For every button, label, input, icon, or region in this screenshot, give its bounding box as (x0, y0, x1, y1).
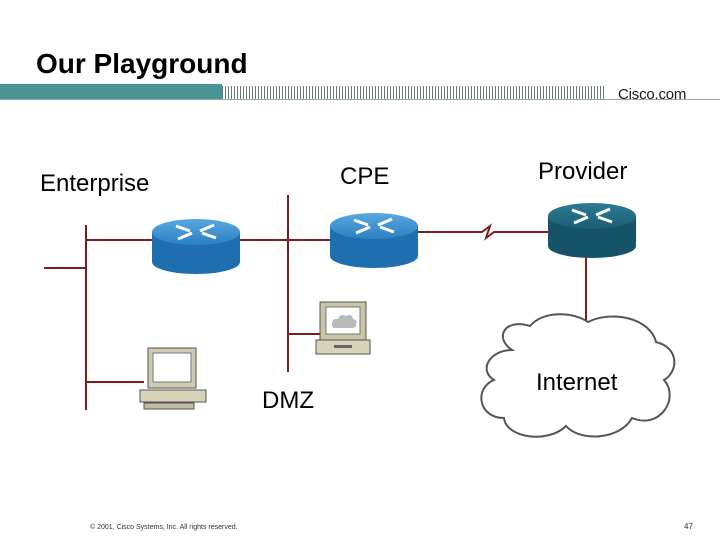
title-bar (0, 84, 720, 100)
cpe-router-icon (330, 213, 418, 268)
internet-label: Internet (536, 369, 618, 396)
dmz-server-icon (315, 301, 371, 355)
slide-title: Our Playground (36, 48, 248, 79)
provider-router-icon (548, 203, 636, 258)
dmz-label: DMZ (262, 387, 314, 414)
wan-serial-link (418, 223, 548, 241)
cpe-label: CPE (340, 163, 390, 190)
page-number: 47 (684, 522, 693, 531)
copyright-footer: © 2001, Cisco Systems, Inc. All rights r… (90, 524, 238, 531)
network-links (44, 195, 587, 410)
provider-label: Provider (538, 158, 628, 185)
enterprise-router-icon (152, 219, 240, 274)
cisco-logo: Cisco.com (618, 86, 687, 103)
workstation-icon (139, 347, 207, 410)
enterprise-label: Enterprise (40, 170, 150, 197)
internet-cloud-icon (480, 313, 676, 438)
